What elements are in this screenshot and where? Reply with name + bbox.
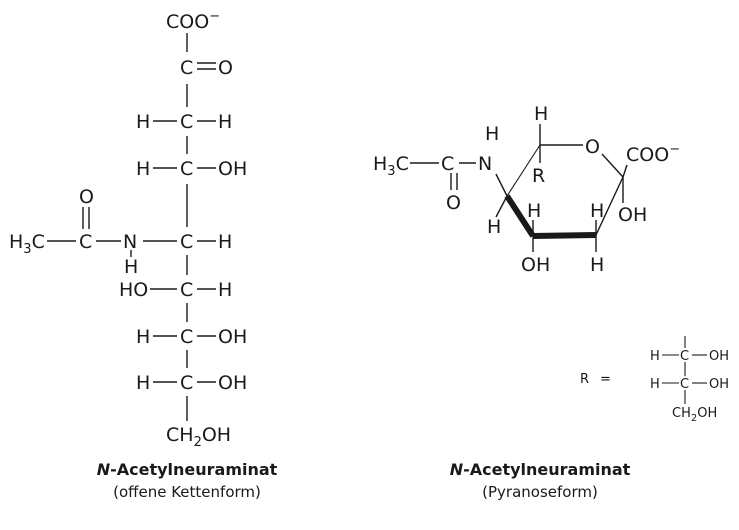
pyranose-caption-title: N-Acetylneuraminat [450,460,631,479]
acetyl-carbon: C [79,231,92,253]
c3-hydrogen-down: H [590,254,604,276]
pyranose-structure: H H O COO− H3C C N O R H H H OH OH H N-A… [373,103,680,501]
amide-nitrogen: N [123,231,137,253]
c3-carbon: C [180,111,193,133]
c5-hydrogen: H [487,216,501,238]
r-group-definition: R = H C OH H C OH CH2OH [580,336,729,424]
c7-hydroxyl: OH [218,326,247,348]
r-h-top: H [650,349,660,364]
side-chain-r: R [532,165,545,187]
c4-hydroxyl: OH [521,254,550,276]
c3-hydrogen-up: H [590,200,604,222]
keto-carbon: C [180,57,193,79]
r-c-mid: C [680,377,689,392]
r-group-equals: = [600,372,611,387]
c4-hydrogen: H [527,200,541,222]
c7-carbon: C [180,326,193,348]
pyranose-nitrogen: N [478,153,492,175]
c6-carbon: C [180,279,193,301]
methyl-group: H3C [9,231,45,257]
c6-hydroxyl: HO [119,279,148,301]
r-ch2oh: CH2OH [672,406,717,424]
c3-h-right: H [218,111,232,133]
pyranose-caption-subtitle: (Pyranoseform) [482,483,598,501]
carboxylate-label: COO− [166,9,220,33]
r-oh-top: OH [709,349,729,364]
pyranose-carboxylate: COO− [626,142,680,166]
open-chain-structure: COO− C O H C H H C OH O H3C C N H C H HO… [9,9,278,501]
c3-h-left: H [136,111,150,133]
open-chain-caption-title: N-Acetylneuraminat [97,460,278,479]
r-h-mid: H [650,377,660,392]
r-oh-mid: OH [709,377,729,392]
c6-hydrogen: H [534,103,548,125]
n-hydrogen: H [485,123,499,145]
open-chain-caption-subtitle: (offene Kettenform) [113,483,261,501]
c9-ch2oh: CH2OH [166,424,231,450]
c6-h: H [218,279,232,301]
pyranose-acetyl-carbon: C [441,153,454,175]
c5-h: H [218,231,232,253]
c4-carbon: C [180,158,193,180]
c7-h: H [136,326,150,348]
ring-oxygen: O [585,136,600,158]
c4-hydroxyl: OH [218,158,247,180]
r-c-top: C [680,349,689,364]
pyranose-acetyl-oxygen: O [446,192,461,214]
acetyl-oxygen: O [79,186,94,208]
keto-oxygen: O [218,57,233,79]
c5-carbon: C [180,231,193,253]
c8-hydroxyl: OH [218,372,247,394]
c8-carbon: C [180,372,193,394]
anomeric-hydroxyl: OH [618,204,647,226]
r-group-label: R [580,372,589,387]
c4-h: H [136,158,150,180]
amide-hydrogen: H [124,256,138,278]
c8-h: H [136,372,150,394]
pyranose-methyl: H3C [373,153,409,179]
